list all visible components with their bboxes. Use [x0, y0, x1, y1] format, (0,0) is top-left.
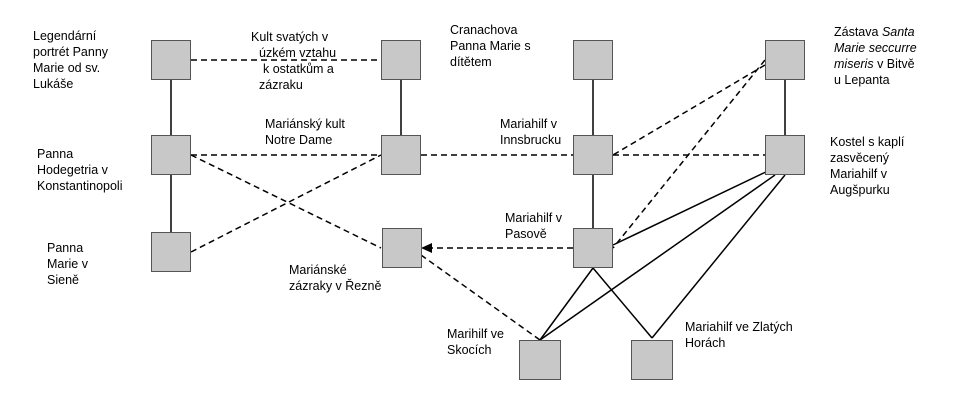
- label-notre-dame: Mariánský kult Notre Dame: [265, 117, 345, 147]
- link-zastava-innsbruck: [612, 64, 766, 156]
- node-pasov: [573, 228, 613, 268]
- label-zlate-hory: Mariahilf ve Zlatých Horách: [685, 320, 793, 350]
- label-innsbruck: Mariahilf v Innsbrucku: [500, 117, 562, 147]
- link-pasov-skoky: [539, 267, 594, 341]
- node-notre-dame: [381, 135, 421, 175]
- link-augspurk-zlatehory: [651, 174, 786, 339]
- node-zlate-hory: [631, 340, 673, 380]
- arrowhead-rezno: [421, 243, 432, 253]
- link-siena-notredame: [190, 154, 382, 253]
- node-kult-svatych: [381, 40, 421, 80]
- node-siena: [151, 232, 191, 272]
- label-zastava: Zástava Santa Marie seccurre miseris v B…: [834, 25, 917, 87]
- node-cranach: [573, 40, 613, 80]
- link-pasov-zlatehory: [592, 267, 653, 339]
- link-hodegetria-rezno: [190, 154, 382, 249]
- label-augspurk: Kostel s kaplí zasvěcený Mariahilf v Aug…: [830, 135, 905, 197]
- label-portret-lukase: Legendární portrét Panny Marie od sv. Lu…: [33, 29, 109, 91]
- label-cranach: Cranachova Panna Marie s dítětem: [450, 23, 531, 69]
- link-augspurk-pasov: [612, 169, 771, 246]
- node-innsbruck: [573, 135, 613, 175]
- label-pasov: Mariahilf v Pasově: [505, 211, 562, 241]
- node-hodegetria: [151, 135, 191, 175]
- link-zastava-pasov: [612, 59, 766, 249]
- link-rezno-skoky: [420, 254, 541, 341]
- label-hodegetria: Panna Hodegetria v Konstantinopoli: [37, 147, 123, 193]
- label-skoky: Marihilf ve Skocích: [447, 327, 504, 357]
- label-siena: Panna Marie v Sieně: [47, 241, 88, 287]
- node-zastava: [765, 40, 805, 80]
- node-skoky: [519, 340, 561, 380]
- node-portret-lukase: [151, 40, 191, 80]
- node-rezno: [382, 228, 422, 268]
- label-rezno: Mariánské zázraky v Řezně: [289, 263, 382, 293]
- link-augspurk-skoky: [539, 174, 776, 341]
- label-kult-svatych: Kult svatých v úzkém vztahu k ostatkům a…: [251, 30, 337, 92]
- node-augspurk: [765, 135, 805, 175]
